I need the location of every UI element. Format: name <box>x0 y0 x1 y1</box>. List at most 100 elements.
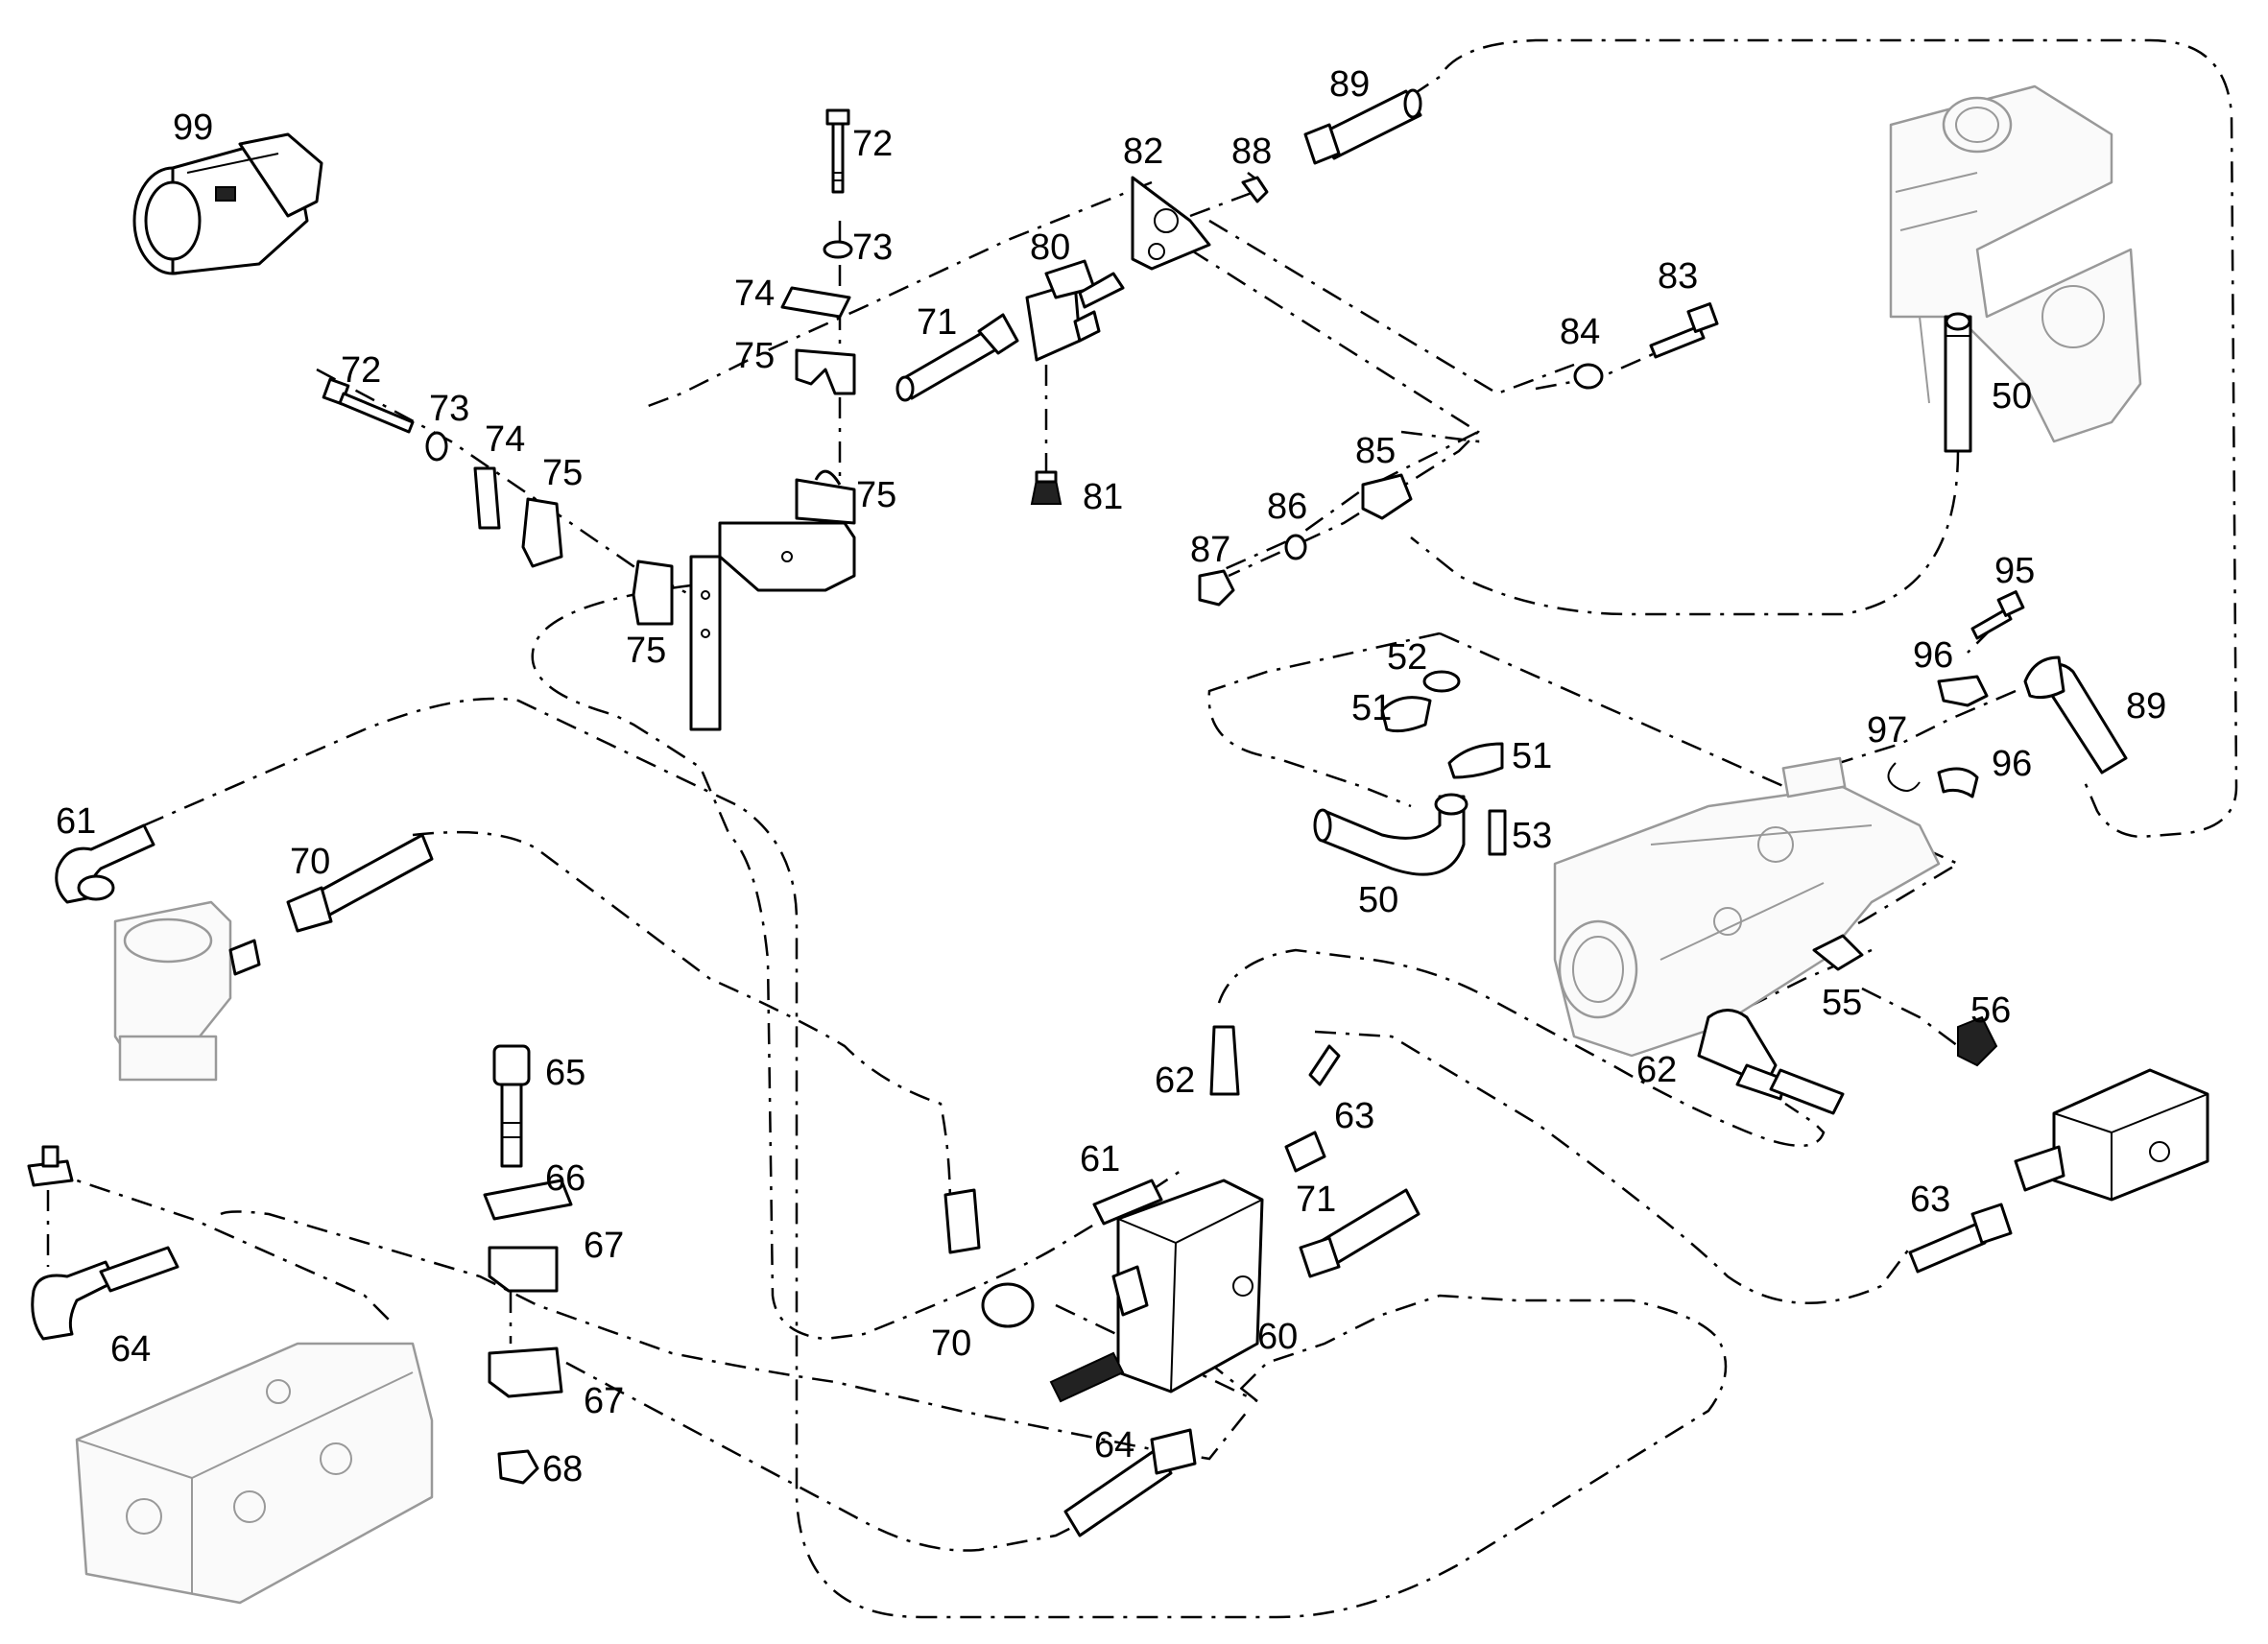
hydraulic-pump <box>1553 756 1941 1058</box>
callout-71-center: 71 <box>1296 1179 1336 1220</box>
callout-74-left: 74 <box>485 419 525 460</box>
callout-60: 60 <box>1257 1317 1298 1357</box>
callout-73-top: 73 <box>852 227 893 268</box>
plate-74-left <box>473 466 501 530</box>
callout-89-top: 89 <box>1329 64 1370 105</box>
callout-75-left: 75 <box>542 453 583 493</box>
assembly-lines <box>46 38 2238 1619</box>
clamp-67-lower <box>488 1346 563 1398</box>
callout-61-left: 61 <box>56 801 96 842</box>
sleeve-70-center <box>943 1188 1035 1328</box>
callout-56: 56 <box>1970 990 2011 1031</box>
plate-66 <box>483 1179 573 1221</box>
clamp-67-upper <box>488 1246 559 1293</box>
fitting-61-center <box>1092 1179 1163 1226</box>
bracket-bar <box>689 555 722 731</box>
callout-50-top: 50 <box>1992 376 2032 417</box>
part-99-motor <box>132 132 323 275</box>
bolt-65 <box>492 1044 531 1168</box>
washer-84 <box>1573 363 1604 390</box>
hose-50-vertical <box>1944 312 1972 453</box>
elbow-64-left <box>31 1246 179 1341</box>
callout-95: 95 <box>1994 551 2035 591</box>
callout-66: 66 <box>545 1158 585 1199</box>
washer-86 <box>1284 534 1307 560</box>
pipe-71-top <box>895 313 1019 402</box>
callout-53: 53 <box>1512 816 1552 856</box>
clamp-75-top <box>795 348 856 395</box>
callout-85: 85 <box>1355 431 1396 471</box>
ring-52 <box>1422 670 1461 693</box>
elbow-89-right <box>2023 655 2128 774</box>
callout-70-left: 70 <box>290 842 330 882</box>
hose-63-right <box>1908 1203 2013 1274</box>
callout-72-left: 72 <box>341 350 381 391</box>
bolt-95 <box>1970 590 2025 640</box>
callout-64-left: 64 <box>110 1329 151 1370</box>
flange-51-left <box>1380 696 1432 733</box>
callout-labels: 99 72 73 74 75 71 80 82 88 89 83 84 72 7… <box>56 64 2166 1489</box>
control-valve-manifold <box>75 1342 434 1605</box>
nipple-64-center <box>1049 1351 1125 1403</box>
clamp-75-left <box>521 497 563 568</box>
hose-89-top <box>1303 88 1422 165</box>
callout-61-center: 61 <box>1080 1139 1120 1179</box>
callout-75-lower: 75 <box>626 631 666 671</box>
bushing-85 <box>1361 473 1413 520</box>
callout-96-upper: 96 <box>1913 635 1953 676</box>
plug-56 <box>1957 1015 1998 1067</box>
bolt-83 <box>1649 302 1719 359</box>
nut-87 <box>1198 569 1235 607</box>
tee-55 <box>1812 934 1864 971</box>
callout-51-right: 51 <box>1512 736 1552 776</box>
flange-51-right <box>1447 742 1504 779</box>
callout-62-center: 62 <box>1155 1060 1195 1101</box>
fitting-62-center <box>1209 1025 1240 1096</box>
callout-51-left: 51 <box>1351 688 1392 728</box>
valve-block-60 <box>1111 1179 1264 1394</box>
callout-89-right: 89 <box>2126 686 2166 727</box>
clamp-75-lower <box>632 560 674 626</box>
gearbox-left <box>113 900 261 1082</box>
clip-88 <box>1241 176 1269 203</box>
block-80 <box>1025 259 1125 362</box>
valve-block-right <box>2014 1068 2209 1202</box>
hose-71-center <box>1299 1188 1420 1278</box>
callout-97: 97 <box>1867 710 1907 751</box>
callout-81: 81 <box>1083 477 1123 517</box>
plate-74-top <box>780 286 851 319</box>
clip-96-upper <box>1937 675 1989 707</box>
tank-bracket <box>1889 84 2142 443</box>
callout-70-center: 70 <box>931 1323 971 1364</box>
callout-88: 88 <box>1231 131 1272 172</box>
callout-82: 82 <box>1123 131 1163 172</box>
washer-73-top <box>823 240 853 259</box>
callout-50-elbow: 50 <box>1358 880 1398 920</box>
tee-fitting-left <box>27 1145 74 1187</box>
nipple-81 <box>1030 470 1062 505</box>
callout-63-center: 63 <box>1334 1096 1374 1136</box>
callout-64-center: 64 <box>1094 1425 1134 1465</box>
callout-84: 84 <box>1560 312 1600 352</box>
callout-65: 65 <box>545 1053 585 1093</box>
elbow-50 <box>1313 793 1468 876</box>
callout-87: 87 <box>1190 530 1230 570</box>
callout-68: 68 <box>542 1449 583 1489</box>
clip-96-lower <box>1937 767 1979 798</box>
callout-75-top: 75 <box>734 336 775 376</box>
washer-73-left <box>425 431 448 462</box>
nut-68 <box>497 1449 539 1485</box>
callout-99: 99 <box>173 107 213 148</box>
hose-64-center <box>1063 1428 1197 1537</box>
elbow-61-left <box>55 823 155 904</box>
callout-96-lower: 96 <box>1992 744 2032 784</box>
fitting-63-center <box>1284 1044 1341 1173</box>
callout-63-right: 63 <box>1910 1179 1950 1220</box>
bolt-72-left <box>322 377 415 434</box>
hose-70-left <box>286 833 434 933</box>
callout-55: 55 <box>1822 983 1862 1023</box>
callout-74-top: 74 <box>734 274 775 314</box>
callout-72-top: 72 <box>852 124 893 164</box>
callout-75-mid: 75 <box>856 475 896 515</box>
